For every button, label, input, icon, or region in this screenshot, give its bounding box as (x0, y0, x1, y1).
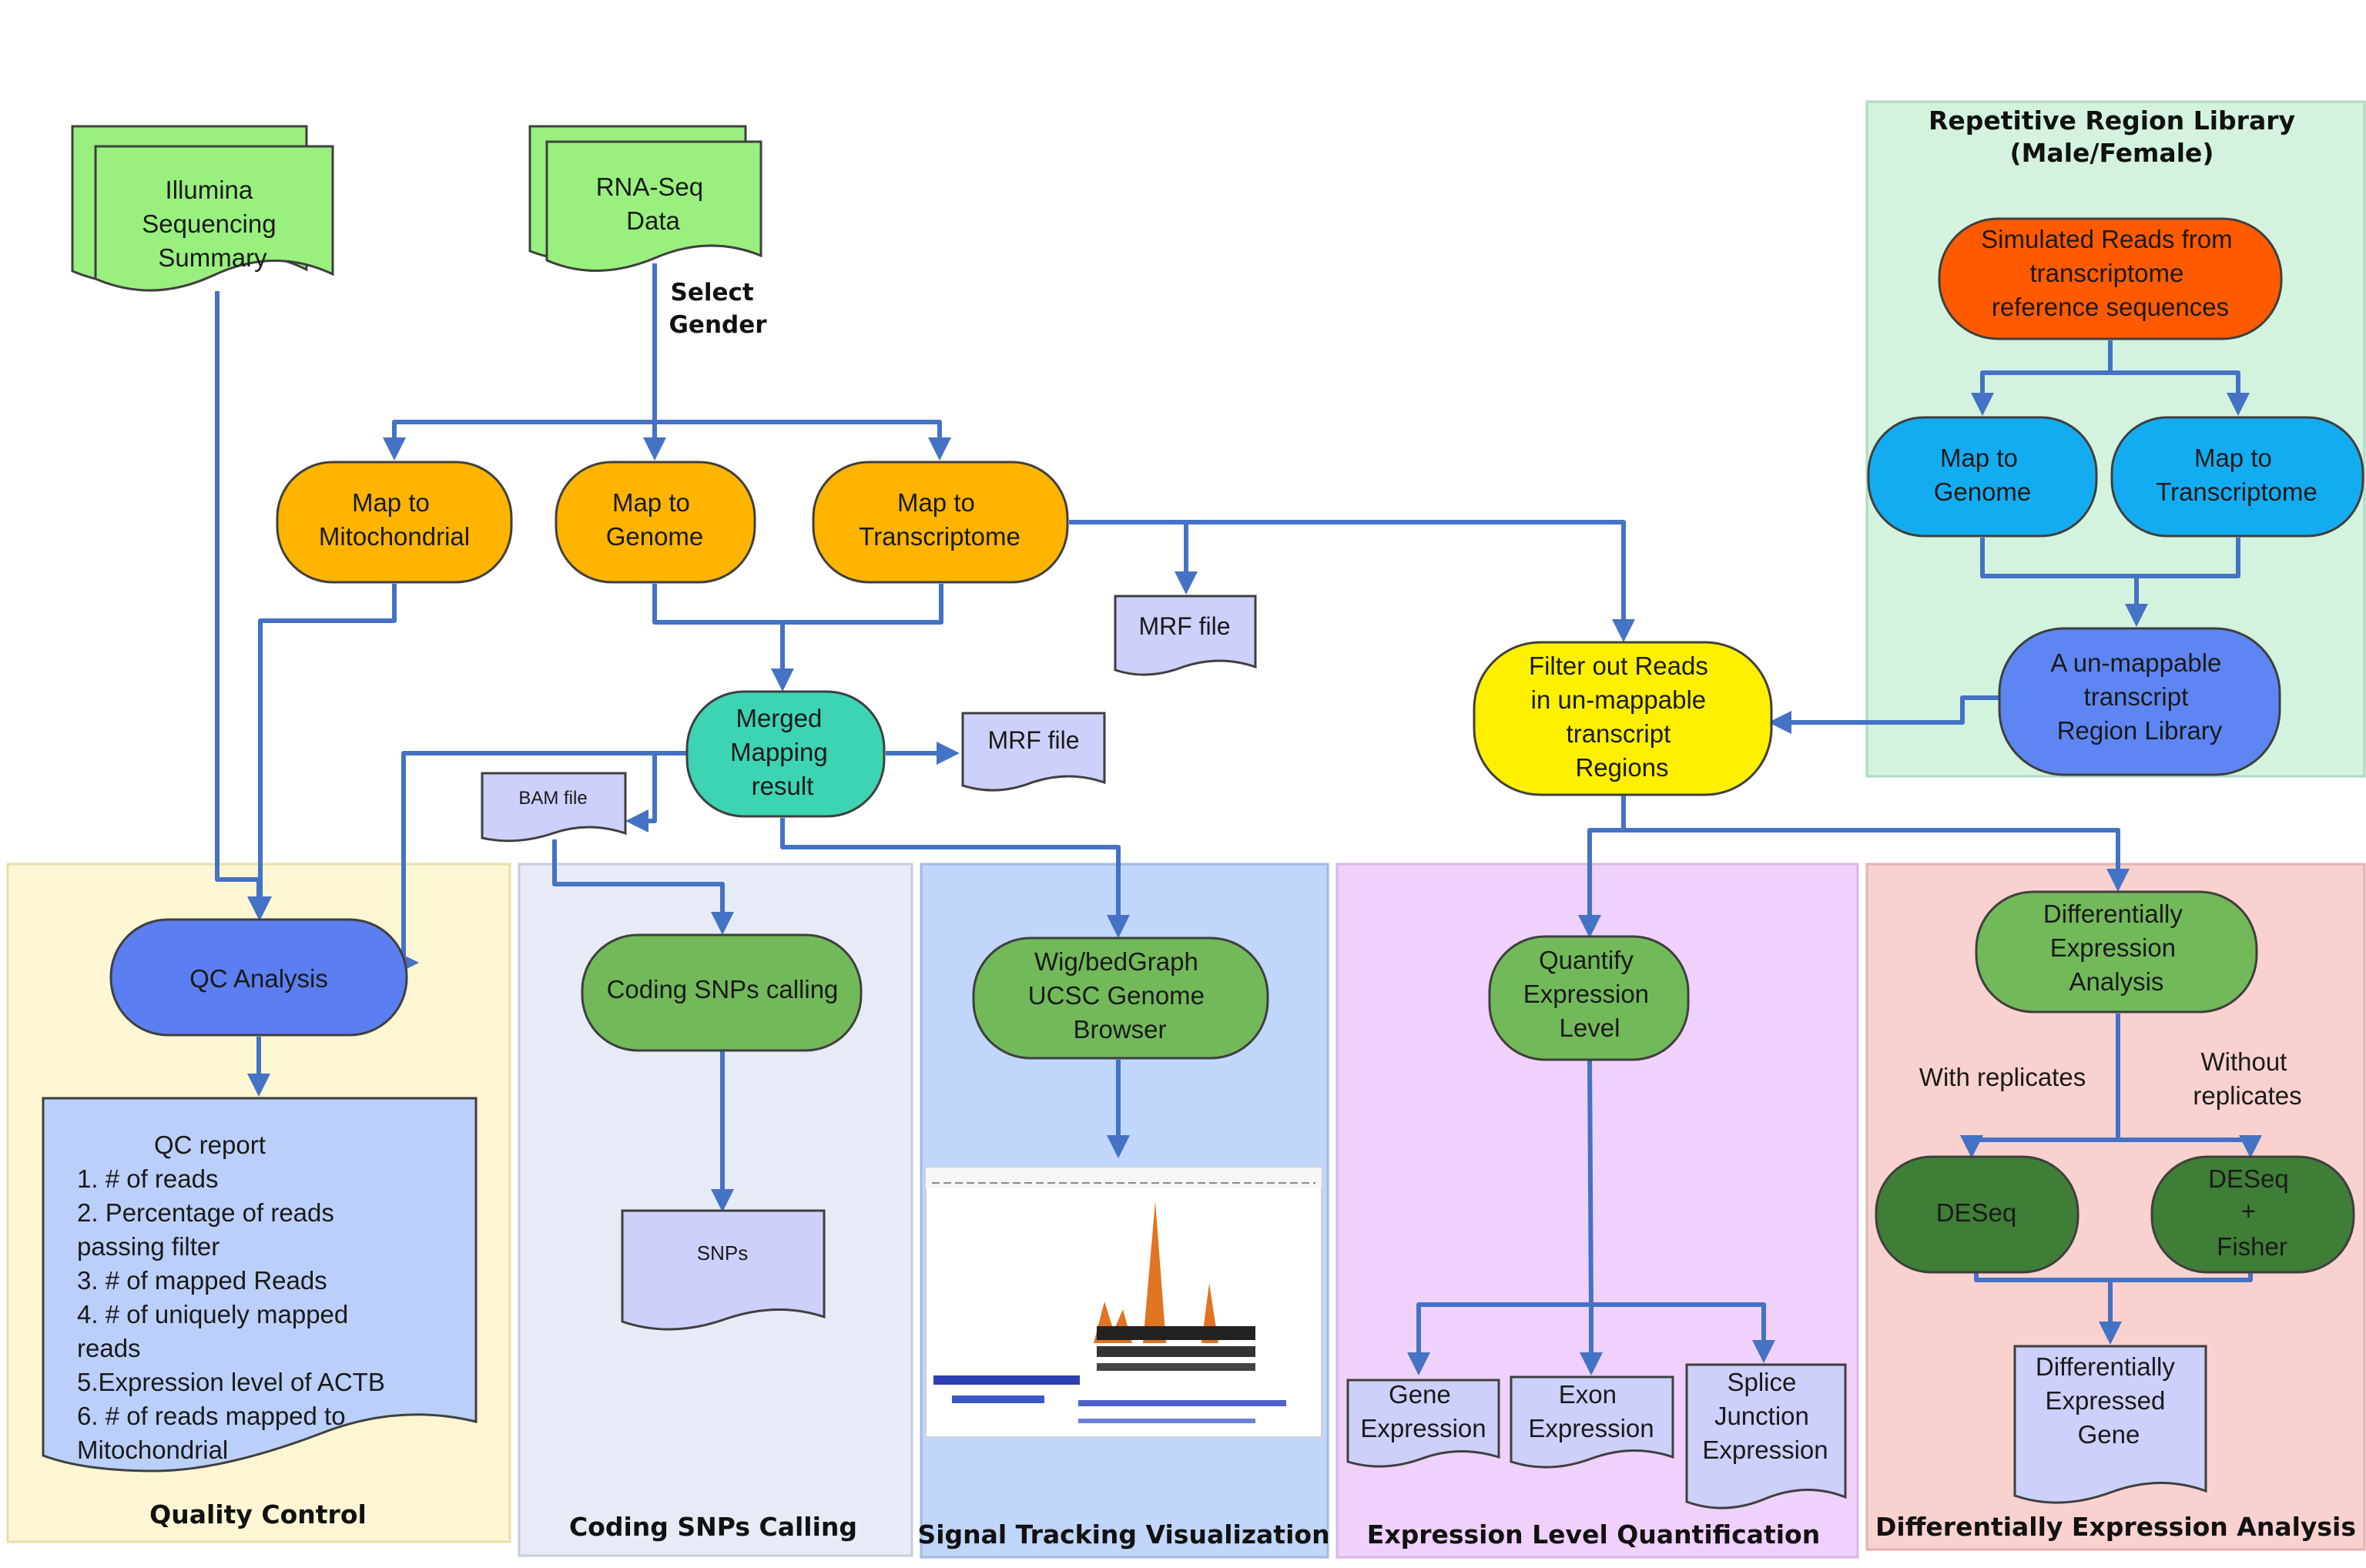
exon-expression-label: Exon Expression (1528, 1380, 1654, 1442)
panel-title-coding-snps: Coding SNPs Calling (569, 1512, 857, 1542)
map-transcriptome-node (812, 461, 1069, 584)
edge-transcriptome-filter (1069, 520, 1635, 642)
rep-map-genome-node (1867, 416, 2098, 538)
repeat-title-line1: Repetitive Region Library (1929, 106, 2295, 136)
edge-rep-maps-lib (1980, 538, 2240, 578)
merged-mapping-node (685, 690, 886, 818)
map-genome-label: Map to Genome (606, 488, 704, 551)
exon-expression-doc (1510, 1375, 1674, 1469)
genome-browser-thumbnail (925, 1167, 1322, 1438)
rep-map-genome-label: Map to Genome (1934, 444, 2032, 506)
rep-map-transcriptome-label: Map to Transcriptome (2156, 444, 2317, 506)
edge-de-deseq (1960, 1135, 2118, 1158)
unmappable-library-label: A un-mappable transcript Region Library (2050, 648, 2228, 745)
edge-branch-mito (383, 420, 655, 461)
de-gene-doc (2013, 1345, 2207, 1504)
with-replicates-label: With replicates (1919, 1063, 2086, 1091)
edge-branch-transcriptome (655, 420, 951, 461)
deseq-fisher-node (2150, 1155, 2355, 1274)
edge-quantify-gene (1407, 1302, 1591, 1375)
edge-transcriptome-merged (771, 584, 943, 692)
deseq-node (1875, 1155, 2079, 1274)
without-replicates-label: Without replicates (2193, 1047, 2301, 1110)
edge-mito-qc (249, 584, 397, 920)
rnaseq-label: RNA-Seq Data (596, 173, 711, 235)
edge-filter-de (1624, 828, 2130, 892)
filter-reads-label: Filter out Reads in un-mappable transcri… (1529, 652, 1715, 782)
de-gene-label: Differentially Expressed Gene (2036, 1352, 2182, 1449)
panel-title-expression-quantification: Expression Level Quantification (1367, 1519, 1820, 1550)
quantify-expression-node (1488, 935, 1690, 1061)
edge-library-filter (1768, 695, 1999, 734)
mrf-file-mid-doc (961, 712, 1106, 792)
simulated-reads-label: Simulated Reads from transcriptome refer… (1981, 225, 2240, 321)
illumina-doc (94, 145, 334, 292)
de-analysis-node (1975, 890, 2258, 1014)
bam-file-label: BAM file (518, 788, 587, 809)
mrf-file-mid-label: MRF file (987, 726, 1079, 754)
edge-merged-qc (396, 751, 687, 974)
edge-quantify-splice (1591, 1302, 1775, 1363)
simulated-reads-node (1938, 217, 2283, 340)
unmappable-library-node (1998, 627, 2281, 776)
edge-bam-snps (552, 839, 734, 935)
de-analysis-label: Differentially Expression Analysis (2043, 900, 2190, 996)
edge-de-fisher (2118, 1135, 2262, 1158)
snps-label: SNPs (697, 1241, 748, 1265)
gene-expression-doc (1346, 1379, 1500, 1468)
edge-quantify-exon (1580, 1059, 1603, 1375)
quantify-expression-label: Quantify Expression Level (1523, 946, 1656, 1042)
snps-doc (621, 1209, 826, 1331)
merged-mapping-label: Merged Mapping result (730, 704, 835, 800)
edge-filter-quantify (1578, 795, 1626, 938)
edge-sim-rep-genome (1971, 340, 2113, 416)
map-mitochondrial-node (276, 461, 513, 584)
qc-analysis-label: QC Analysis (189, 964, 328, 993)
bam-file-doc (481, 772, 627, 843)
panel-title-signal-tracking: Signal Tracking Visualization (917, 1519, 1329, 1550)
edge-merged-bam (625, 751, 687, 833)
deseq-label: DESeq (1936, 1198, 2017, 1227)
map-genome-node (555, 461, 756, 584)
splice-junction-label: Splice Junction Expression (1702, 1368, 1828, 1464)
edge-illumina-qc (215, 291, 270, 920)
qc-analysis-node (109, 918, 408, 1037)
wig-bedgraph-label: Wig/bedGraph UCSC Genome Browser (1028, 947, 1211, 1044)
coding-snps-calling-label: Coding SNPs calling (607, 975, 839, 1003)
rnaseq-doc (545, 140, 762, 272)
edge-sim-rep-transcriptome (2110, 370, 2250, 416)
qc-report-doc (42, 1097, 478, 1473)
splice-junction-doc (1685, 1363, 1847, 1509)
mrf-file-top-label: MRF file (1138, 612, 1230, 640)
gene-expression-label: Gene Expression (1360, 1380, 1486, 1442)
coding-snps-calling-node (581, 933, 863, 1052)
edge-genome-merged (652, 584, 783, 625)
wig-bedgraph-node (972, 936, 1269, 1060)
deseq-fisher-label: DESeq + Fisher (2208, 1164, 2296, 1261)
map-transcriptome-label: Map to Transcriptome (859, 488, 1020, 551)
rep-map-transcriptome-node (2110, 416, 2364, 538)
qc-report-text: QC report 1. # of reads 2. Percentage of… (77, 1131, 392, 1464)
panel-title-quality-control: Quality Control (149, 1499, 367, 1529)
mrf-file-top-doc (1114, 595, 1257, 676)
map-mitochondrial-label: Map to Mitochondrial (319, 488, 470, 551)
repeat-title-line2: (Male/Female) (2010, 138, 2214, 168)
select-gender-label: Select Gender (669, 279, 767, 339)
illumina-label: Illumina Sequencing Summary (142, 176, 283, 272)
panel-title-differential-expression: Differentially Expression Analysis (1875, 1512, 2356, 1542)
filter-reads-node (1473, 641, 1773, 796)
edge-merged-wig (780, 818, 1130, 938)
